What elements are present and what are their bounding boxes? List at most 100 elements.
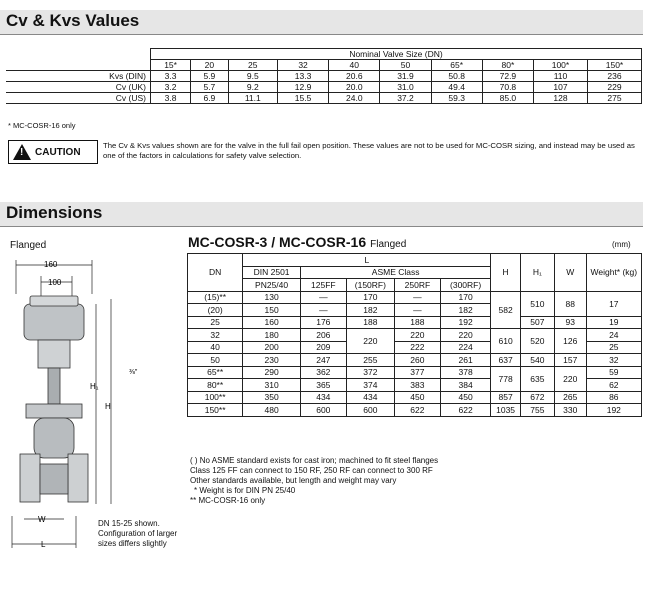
value-cell: 9.5 bbox=[227, 70, 278, 82]
table-row: 150** 480 600 600 622 622 1035 755 330 1… bbox=[186, 403, 643, 417]
dims-footnote: Other standards available, but length an… bbox=[190, 476, 397, 485]
cell-pn: 290 bbox=[242, 365, 301, 379]
value-cell: 59.3 bbox=[430, 92, 483, 104]
value-cell: 236 bbox=[586, 70, 643, 82]
cell-pn: 180 bbox=[242, 328, 301, 342]
dims-footnote: * Weight is for DIN PN 25/40 bbox=[194, 486, 296, 495]
size-cell: 65* bbox=[430, 59, 483, 71]
unit-label: (mm) bbox=[612, 240, 631, 249]
cv-footnote: * MC-COSR-16 only bbox=[8, 121, 76, 130]
size-cell: 50 bbox=[379, 59, 432, 71]
header-150rf: (150RF) bbox=[345, 278, 395, 292]
cell-pn: 480 bbox=[242, 403, 301, 417]
dim-w-label: W bbox=[38, 515, 46, 524]
cell-h1: 755 bbox=[519, 403, 555, 417]
dimensions-section-header: Dimensions bbox=[0, 202, 643, 227]
cv-sizes-row: 15* 20 25 32 40 50 65* 80* 100* 150* bbox=[6, 59, 643, 71]
cell-150: 170 bbox=[345, 290, 395, 304]
table-row: (20) 150 — 182 — 182 bbox=[186, 303, 642, 317]
cell-300: 450 bbox=[439, 390, 492, 404]
value-cell: 85.0 bbox=[481, 92, 534, 104]
row-label: Cv (US) bbox=[6, 92, 151, 104]
value-cell: 24.0 bbox=[328, 92, 380, 104]
cell-250: 622 bbox=[393, 403, 441, 417]
cell-150: 434 bbox=[345, 390, 395, 404]
dims-footnote: Class 125 FF can connect to 150 RF, 250 … bbox=[190, 466, 433, 475]
dim-h-label: H bbox=[105, 402, 111, 411]
size-cell: 80* bbox=[481, 59, 534, 71]
cell-dn: 100** bbox=[186, 390, 244, 404]
cell-weight: 24 bbox=[585, 328, 643, 342]
cell-300: 384 bbox=[439, 378, 492, 392]
table-row: 25 160 176 188 188 192 507 93 19 bbox=[186, 315, 643, 329]
cell-300: 378 bbox=[439, 365, 492, 379]
cell-h: 637 bbox=[490, 353, 521, 367]
cell-w: 126 bbox=[553, 328, 587, 354]
header-asme: ASME Class bbox=[299, 265, 492, 279]
cell-dn: (20) bbox=[186, 303, 244, 317]
cell-h1: 510 bbox=[519, 290, 555, 317]
dim-100-label: 100 bbox=[48, 278, 62, 287]
cell-dn: (15)** bbox=[186, 290, 244, 304]
value-cell: 3.8 bbox=[149, 92, 191, 104]
value-cell: 107 bbox=[532, 81, 588, 93]
caution-text: The Cv & Kvs values shown are for the va… bbox=[103, 141, 635, 160]
cell-250: 220 bbox=[393, 328, 441, 342]
cell-250: 383 bbox=[393, 378, 441, 392]
size-cell: 25 bbox=[227, 59, 278, 71]
cv-row-us: Cv (US) 3.8 6.9 11.1 15.5 24.0 37.2 59.3… bbox=[6, 92, 643, 104]
cell-150: 372 bbox=[345, 365, 395, 379]
cell-pn: 200 bbox=[242, 340, 301, 354]
header-l: L bbox=[242, 253, 492, 267]
cell-h: 582 bbox=[490, 290, 521, 329]
cv-row-uk: Cv (UK) 3.2 5.7 9.2 12.9 20.0 31.0 49.4 … bbox=[6, 81, 643, 93]
row-label: Kvs (DIN) bbox=[6, 70, 151, 82]
size-cell: 100* bbox=[532, 59, 588, 71]
cell-weight: 62 bbox=[585, 378, 643, 392]
cv-section-header: Cv & Kvs Values bbox=[0, 10, 643, 35]
value-cell: 128 bbox=[532, 92, 588, 104]
value-cell: 5.9 bbox=[190, 70, 229, 82]
cell-125: 176 bbox=[299, 315, 347, 329]
cell-150: 255 bbox=[345, 353, 395, 367]
value-cell: 50.8 bbox=[430, 70, 483, 82]
cell-h1: 672 bbox=[519, 390, 555, 404]
cell-pn: 310 bbox=[242, 378, 301, 392]
cell-300: 220 bbox=[439, 328, 492, 342]
value-cell: 31.9 bbox=[379, 70, 432, 82]
warning-icon bbox=[13, 144, 31, 160]
dimensions-section-title: Dimensions bbox=[6, 203, 103, 222]
table-row: 65** 290 362 372 377 378 778 635 220 59 bbox=[186, 365, 643, 392]
header-pn: PN25/40 bbox=[242, 278, 301, 292]
cell-125: 434 bbox=[299, 390, 347, 404]
header-w: W bbox=[553, 253, 587, 292]
table-row: 50 230 247 255 260 261 637 540 157 32 bbox=[186, 353, 643, 367]
value-cell: 110 bbox=[532, 70, 588, 82]
cell-weight: 192 bbox=[585, 403, 643, 417]
value-cell: 9.2 bbox=[227, 81, 278, 93]
valve-body bbox=[19, 295, 89, 503]
cell-250: 260 bbox=[393, 353, 441, 367]
header-dn: DN bbox=[186, 253, 244, 292]
cell-300: 182 bbox=[439, 303, 492, 317]
value-cell: 3.3 bbox=[149, 70, 191, 82]
cell-250: 222 bbox=[393, 340, 441, 354]
dim-header-row-1: DN L H H₁ W Weight* (kg) bbox=[186, 253, 643, 292]
cell-125: 247 bbox=[299, 353, 347, 367]
cell-w: 330 bbox=[553, 403, 587, 417]
header-125ff: 125FF bbox=[299, 278, 347, 292]
drawing-note: DN 15-25 shown. Configuration of larger … bbox=[98, 519, 178, 548]
nominal-size-header: Nominal Valve Size (DN) bbox=[150, 48, 642, 60]
cell-250: — bbox=[393, 290, 441, 304]
flanged-label: Flanged bbox=[10, 240, 47, 251]
cell-dn: 32 bbox=[186, 328, 244, 342]
cv-row-kvs: Kvs (DIN) 3.3 5.9 9.5 13.3 20.6 31.9 50.… bbox=[6, 70, 643, 82]
cell-150: 374 bbox=[345, 378, 395, 392]
table-row: 40 200 209 222 224 25 bbox=[186, 340, 643, 354]
value-cell: 229 bbox=[586, 81, 643, 93]
cell-h: 857 bbox=[490, 390, 521, 404]
header-din: DIN 2501 bbox=[242, 265, 301, 279]
table-row: 32 180 206 220 220 220 610 520 126 24 bbox=[186, 328, 643, 354]
cell-pn: 150 bbox=[242, 303, 301, 317]
size-cell: 150* bbox=[586, 59, 643, 71]
